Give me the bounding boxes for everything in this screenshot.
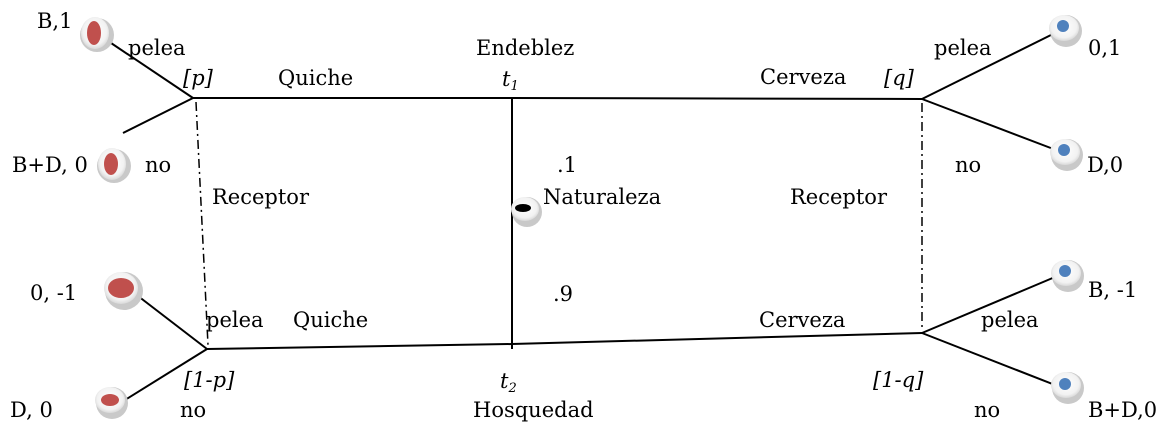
label-no-tl: no <box>145 153 171 177</box>
label-t1: t1 <box>502 67 519 94</box>
edge-br-no <box>921 332 1056 386</box>
terminal-node-bl-pelea <box>104 272 143 310</box>
label-prob-top: .1 <box>557 153 577 177</box>
label-cerveza-top: Cerveza <box>760 65 846 89</box>
label-belief-q: [q] <box>884 66 915 90</box>
payoff-bl-pelea: 0, -1 <box>30 281 77 305</box>
terminal-node-tr-no <box>1050 139 1083 171</box>
terminal-node-bl-no <box>95 387 128 419</box>
label-no-br: no <box>974 398 1000 422</box>
terminal-node-br-pelea <box>1051 260 1084 292</box>
payoff-tr-no: D,0 <box>1087 153 1123 177</box>
label-belief-p: [p] <box>183 66 214 90</box>
edge-cerveza-bottom <box>511 332 923 345</box>
label-no-bl: no <box>180 398 206 422</box>
edge-quiche-bottom <box>206 343 513 350</box>
label-belief-1q: [1-q] <box>873 368 924 392</box>
payoff-tr-pelea: 0,1 <box>1088 36 1121 60</box>
label-t2: t2 <box>500 369 517 396</box>
label-pelea-br: pelea <box>981 308 1039 332</box>
payoff-tl-pelea: B,1 <box>37 9 72 33</box>
terminal-node-tl-pelea <box>80 17 114 52</box>
label-quiche-bottom: Quiche <box>293 308 368 332</box>
info-set-left <box>195 101 209 346</box>
label-receptor-right: Receptor <box>790 185 888 209</box>
payoff-br-no: B+D,0 <box>1088 398 1157 422</box>
label-prob-bottom: .9 <box>553 282 573 306</box>
edge-tr-pelea <box>921 32 1056 100</box>
label-quiche-top: Quiche <box>278 66 353 90</box>
payoff-tl-no: B+D, 0 <box>12 153 88 177</box>
label-pelea-tr: pelea <box>934 36 992 60</box>
payoff-bl-no: D, 0 <box>10 398 53 422</box>
label-receptor-left: Receptor <box>212 185 310 209</box>
edge-bl-pelea <box>137 295 208 350</box>
terminal-node-tr-pelea <box>1049 15 1082 47</box>
label-pelea-tl: pelea <box>128 36 186 60</box>
edge-bl-no <box>124 348 208 401</box>
label-endeblez: Endeblez <box>476 36 574 60</box>
terminal-node-tl-no <box>97 148 131 183</box>
label-pelea-bl: pelea <box>206 308 264 332</box>
edge-tr-no <box>921 98 1057 151</box>
edge-tl-no <box>122 97 194 134</box>
terminal-node-br-no <box>1051 372 1084 404</box>
nature-node <box>511 197 542 227</box>
label-hosquedad: Hosquedad <box>473 398 594 422</box>
label-no-tr: no <box>955 153 981 177</box>
edge-tl-pelea <box>110 42 194 99</box>
label-cerveza-bottom: Cerveza <box>759 308 845 332</box>
label-naturaleza: Naturaleza <box>543 185 661 209</box>
payoff-br-pelea: B, -1 <box>1088 278 1137 302</box>
edge-br-pelea <box>921 276 1056 334</box>
edge-cerveza-top <box>511 97 923 100</box>
label-belief-1p: [1-p] <box>184 368 235 392</box>
